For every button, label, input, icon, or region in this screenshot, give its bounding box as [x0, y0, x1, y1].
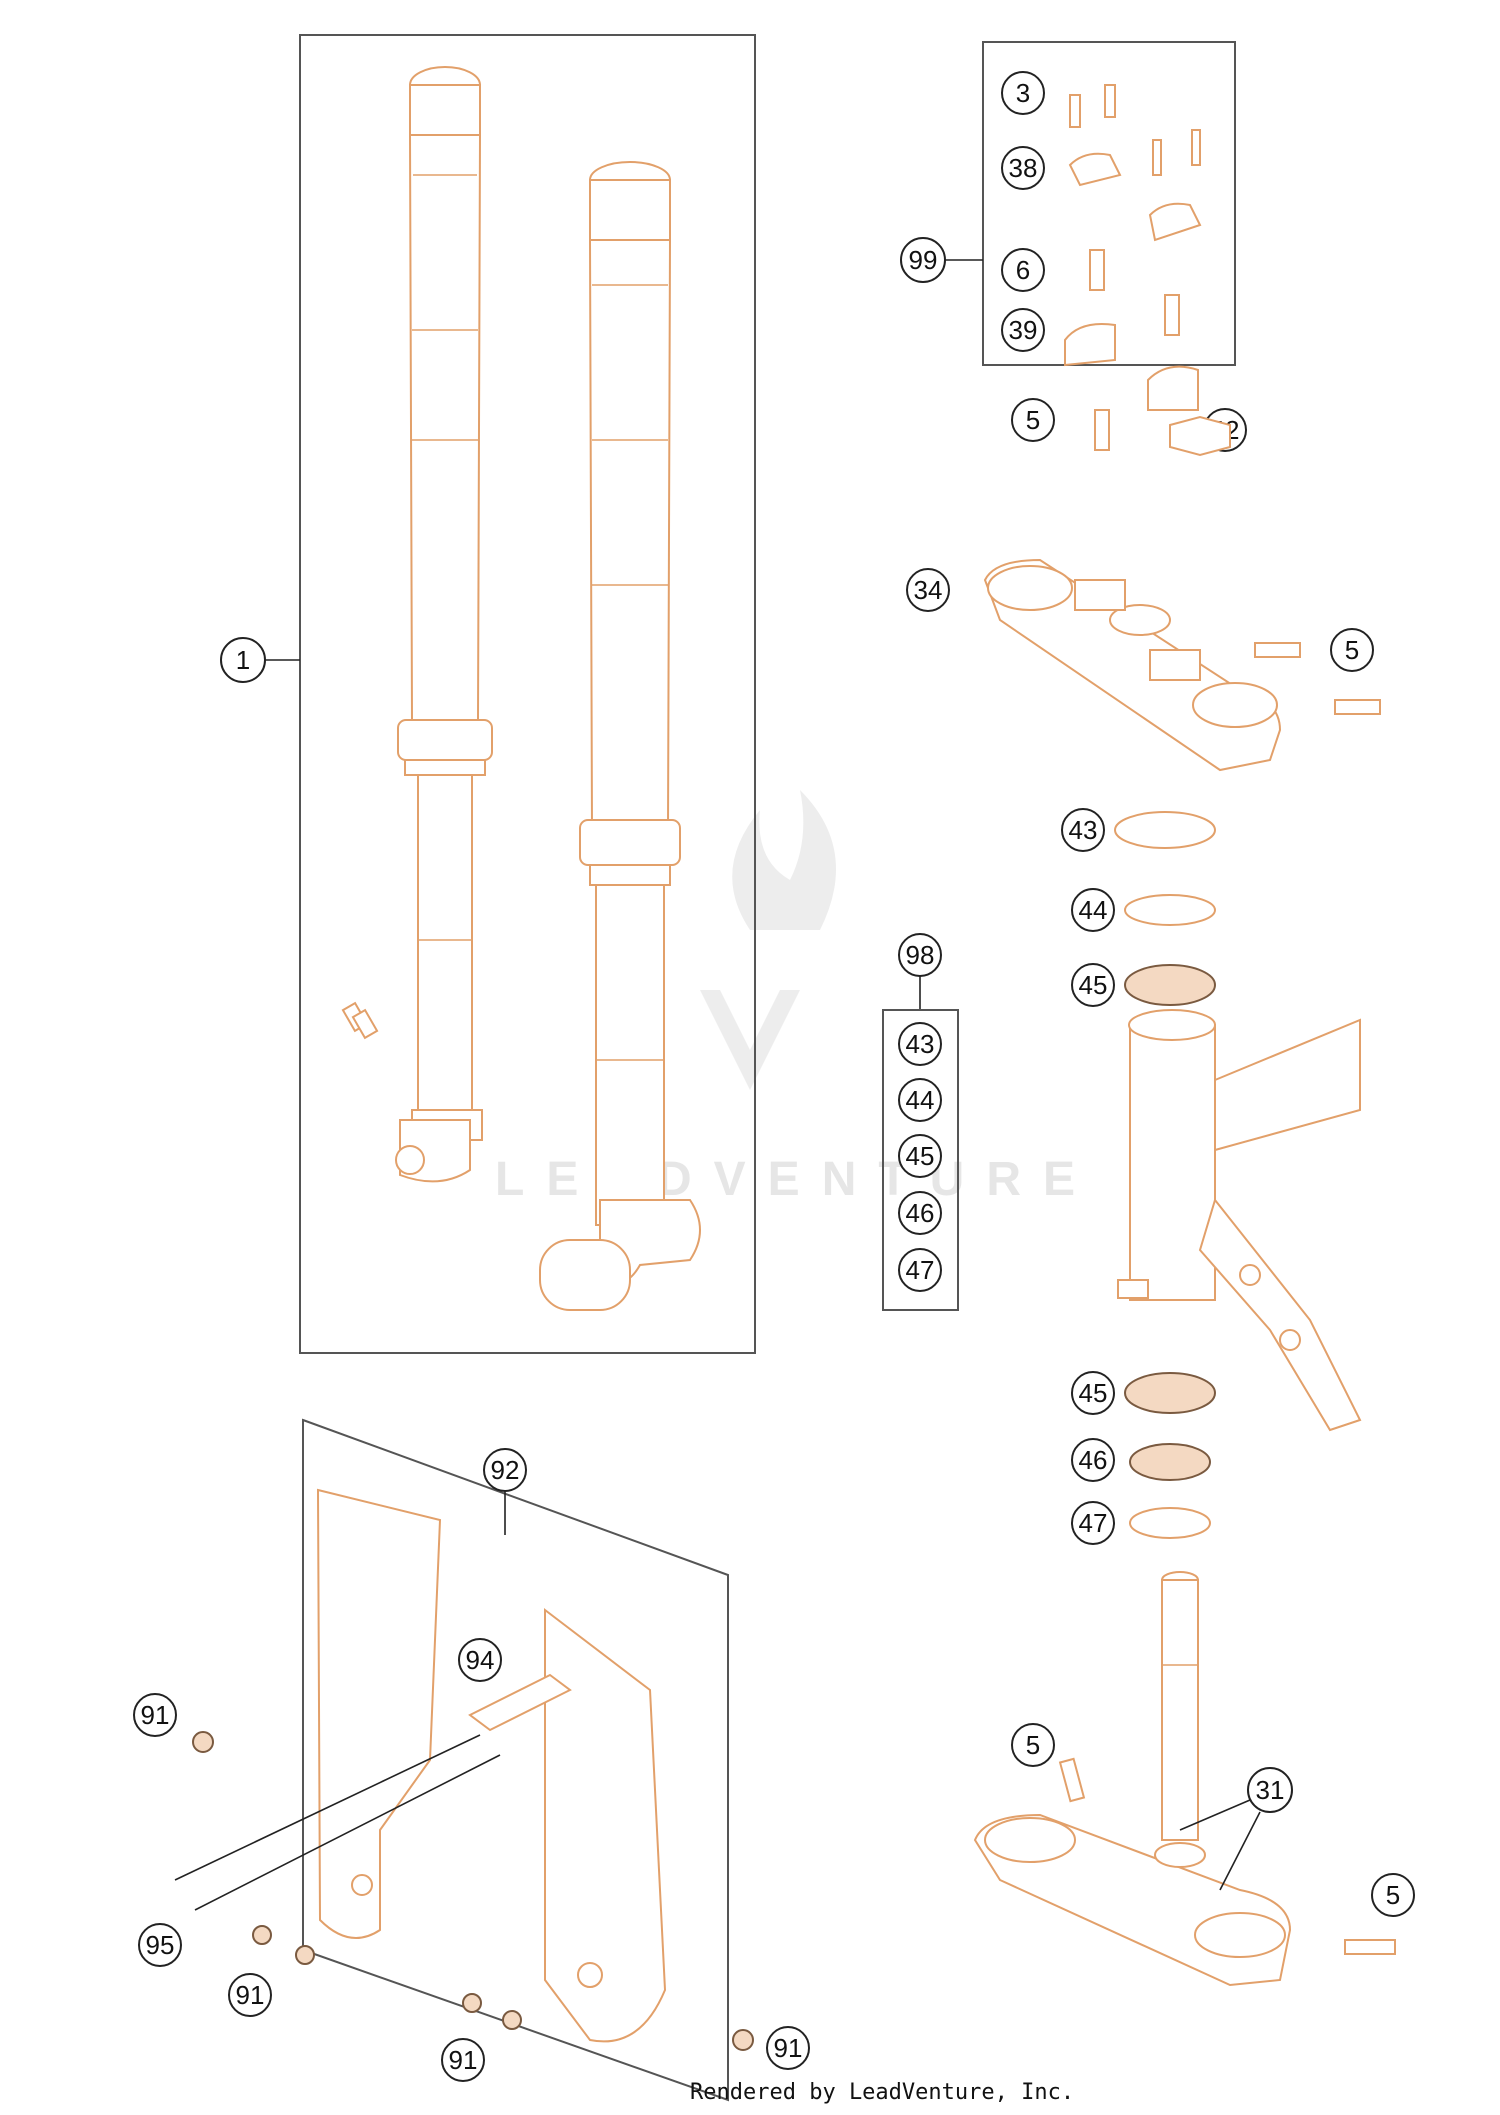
- watermark: LEADVENTURE: [495, 790, 1097, 1206]
- callout-bearing-kit[interactable]: 98: [898, 933, 942, 977]
- callout-guard-clip[interactable]: 94: [458, 1638, 502, 1682]
- clamp-screw-a: [1254, 642, 1301, 658]
- svg-text:46: 46: [906, 1198, 935, 1228]
- callout-guard-screw-91c[interactable]: 91: [441, 2038, 485, 2082]
- frame-head-tube: [1117, 1009, 1362, 1432]
- svg-text:92: 92: [491, 1455, 520, 1485]
- guard-screw-c2: [502, 2010, 522, 2030]
- fork-leg-right: [539, 161, 701, 1311]
- callout-kit-clamp-lower[interactable]: 39: [1001, 308, 1045, 352]
- callout-guard-bolt-95[interactable]: 95: [138, 1923, 182, 1967]
- lower-bearing-45: [1124, 1372, 1216, 1414]
- callout-kit-46[interactable]: 46: [898, 1191, 942, 1235]
- fork-guard-frame: [302, 1418, 729, 2102]
- svg-text:1: 1: [236, 645, 250, 675]
- callout-lower-clamp-screw-5[interactable]: 5: [1371, 1873, 1415, 1917]
- kit-parts: [1064, 84, 1202, 411]
- svg-text:44: 44: [1079, 895, 1108, 925]
- footer-credit: Rendered by LeadVenture, Inc.: [690, 2080, 1075, 2105]
- callout-seal-46[interactable]: 46: [1071, 1438, 1115, 1482]
- clamp-kit-frame: [982, 41, 1236, 366]
- callout-oring-44[interactable]: 44: [1071, 888, 1115, 932]
- fork-leg-left: [395, 66, 493, 1183]
- svg-text:31: 31: [1256, 1775, 1285, 1805]
- callout-clamp-kit[interactable]: 99: [900, 237, 946, 283]
- oring-44: [1124, 894, 1216, 926]
- svg-text:44: 44: [906, 1085, 935, 1115]
- callout-fork-guard-kit[interactable]: 92: [483, 1448, 527, 1492]
- callout-guard-screw-91a[interactable]: 91: [133, 1693, 177, 1737]
- stem-nut: [1169, 415, 1231, 457]
- svg-text:5: 5: [1345, 635, 1359, 665]
- washer-43: [1114, 811, 1216, 849]
- svg-text:5: 5: [1026, 405, 1040, 435]
- svg-text:38: 38: [1009, 153, 1038, 183]
- clamp-screw-b: [1334, 699, 1381, 715]
- svg-text:99: 99: [909, 245, 938, 275]
- svg-text:43: 43: [906, 1029, 935, 1059]
- guard-screw-b2: [295, 1945, 315, 1965]
- svg-text:94: 94: [466, 1645, 495, 1675]
- oring-47: [1129, 1507, 1211, 1539]
- watermark-text: LEADVENTURE: [495, 1153, 1097, 1206]
- guard-clip: [468, 1673, 572, 1732]
- svg-text:3: 3: [1016, 78, 1030, 108]
- svg-text:5: 5: [1386, 1880, 1400, 1910]
- svg-text:91: 91: [141, 1700, 170, 1730]
- callout-kit-screw-small[interactable]: 3: [1001, 71, 1045, 115]
- svg-text:5: 5: [1026, 1730, 1040, 1760]
- bearing-kit-frame: [882, 1009, 959, 1311]
- callout-fork-assembly[interactable]: 1: [220, 637, 266, 683]
- svg-text:47: 47: [906, 1255, 935, 1285]
- svg-text:47: 47: [1079, 1508, 1108, 1538]
- svg-text:98: 98: [906, 940, 935, 970]
- guard-screw-b1: [252, 1925, 272, 1945]
- callout-guard-screw-91d[interactable]: 91: [766, 2026, 810, 2070]
- guard-screw-c1: [462, 1993, 482, 2013]
- lower-clamp-screw: [1344, 1939, 1396, 1955]
- svg-text:34: 34: [914, 575, 943, 605]
- seal-46: [1129, 1443, 1211, 1481]
- callout-kit-clamp-upper[interactable]: 38: [1001, 146, 1045, 190]
- callout-upper-triple-clamp[interactable]: 34: [906, 568, 950, 612]
- callout-oring-47[interactable]: 47: [1071, 1501, 1115, 1545]
- callout-washer-43[interactable]: 43: [1061, 808, 1105, 852]
- guard-screw-a: [192, 1731, 214, 1753]
- upper-triple-clamp: [983, 558, 1282, 772]
- fork-assembly-frame: [299, 34, 756, 1354]
- axle-clamp-screws: [341, 1001, 379, 1040]
- fork-guard-left: [316, 1488, 442, 1939]
- top-screw: [1094, 409, 1110, 451]
- callout-kit-screw[interactable]: 6: [1001, 248, 1045, 292]
- lower-screw: [1058, 1757, 1086, 1803]
- lower-triple-clamp: [973, 1813, 1292, 1987]
- svg-text:39: 39: [1009, 315, 1038, 345]
- callout-kit-44[interactable]: 44: [898, 1078, 942, 1122]
- svg-text:46: 46: [1079, 1445, 1108, 1475]
- guard-screw-d: [732, 2029, 754, 2051]
- fork-guard-right: [544, 1607, 667, 2043]
- callout-bearing-45[interactable]: 45: [1071, 963, 1115, 1007]
- callout-kit-45[interactable]: 45: [898, 1134, 942, 1178]
- callout-upper-clamp-screw[interactable]: 5: [1330, 628, 1374, 672]
- svg-text:43: 43: [1069, 815, 1098, 845]
- svg-text:45: 45: [1079, 970, 1108, 1000]
- steering-stem: [1161, 1571, 1199, 1841]
- svg-text:95: 95: [146, 1930, 175, 1960]
- svg-text:91: 91: [774, 2033, 803, 2063]
- callout-kit-43[interactable]: 43: [898, 1022, 942, 1066]
- callout-lower-bearing-45[interactable]: 45: [1071, 1371, 1115, 1415]
- bearing-45: [1124, 964, 1216, 1006]
- callout-top-screw[interactable]: 5: [1011, 398, 1055, 442]
- callout-guard-screw-91b[interactable]: 91: [228, 1973, 272, 2017]
- svg-text:6: 6: [1016, 255, 1030, 285]
- svg-text:91: 91: [449, 2045, 478, 2075]
- svg-text:45: 45: [1079, 1378, 1108, 1408]
- callout-lower-screw-5[interactable]: 5: [1011, 1723, 1055, 1767]
- callout-lower-triple-clamp[interactable]: 31: [1247, 1767, 1293, 1813]
- svg-text:45: 45: [906, 1141, 935, 1171]
- callout-kit-47[interactable]: 47: [898, 1248, 942, 1292]
- svg-text:91: 91: [236, 1980, 265, 2010]
